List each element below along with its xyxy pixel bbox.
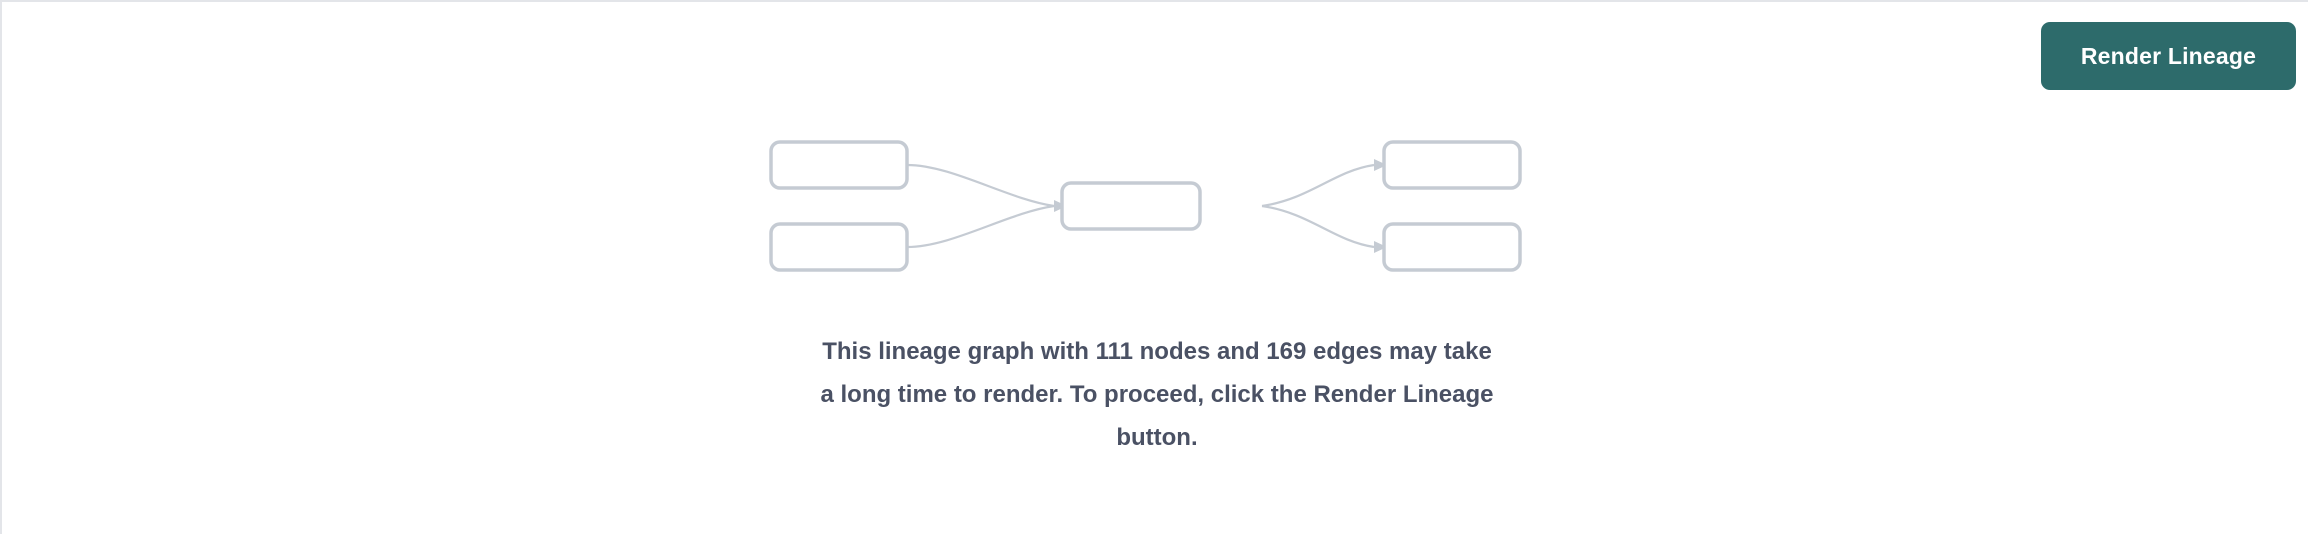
graph-node-right-top [1382,140,1522,190]
message-line-1: This lineage graph with 111 nodes and 16… [822,338,1492,365]
render-lineage-button[interactable]: Render Lineage [2041,22,2296,90]
graph-node-left-bottom [769,222,909,272]
lineage-graph-placeholder [762,127,1562,282]
graph-node-right-bottom [1382,222,1522,272]
edge-left-bottom-to-center [906,204,1055,249]
edge-center-to-right-bottom [1261,204,1375,249]
edge-left-top-to-center [906,163,1055,208]
arrowhead-to-right-bottom [1374,241,1387,253]
lineage-warning-message: This lineage graph with 111 nodes and 16… [737,330,1577,459]
message-line-2: a long time to render. To proceed, click… [820,381,1494,408]
arrowhead-to-right-top [1374,159,1387,171]
edge-center-to-right-top [1261,163,1375,208]
message-line-3: button. [1116,424,1198,451]
graph-edge-group [906,159,1387,253]
graph-node-left-top [769,140,909,190]
graph-node-center [1060,181,1202,231]
